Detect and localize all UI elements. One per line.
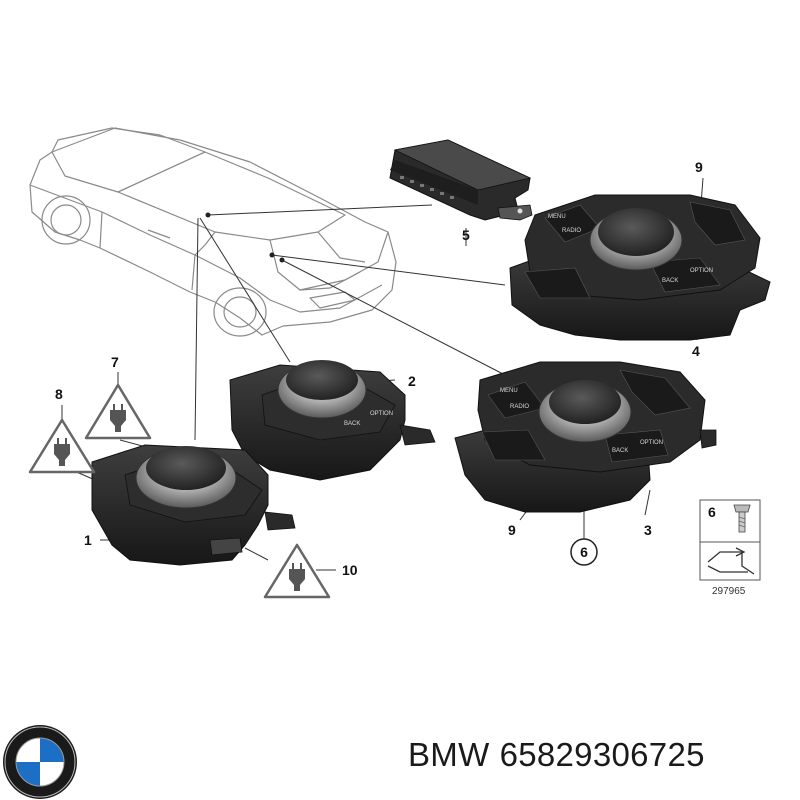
leader-dot xyxy=(269,252,275,258)
callout-4: 4 xyxy=(692,343,700,359)
callout-9-bottom: 9 xyxy=(508,522,516,538)
radio-button-label-3: RADIO xyxy=(510,404,529,410)
controller-part-4: MENU RADIO BACK OPTION xyxy=(509,194,771,341)
electrostatic-warning-icon xyxy=(28,418,96,474)
electrostatic-warning-icon xyxy=(84,383,152,440)
back-button-label-3: BACK xyxy=(612,448,628,454)
menu-button-label-3: MENU xyxy=(500,388,518,394)
option-button-label-2: OPTION xyxy=(370,411,393,417)
controller-part-3: MENU RADIO BACK OPTION xyxy=(454,361,717,513)
leader-dot xyxy=(205,212,211,218)
torx-screw-icon xyxy=(733,504,751,533)
callout-1: 1 xyxy=(84,532,92,548)
hardware-legend: 6 xyxy=(699,499,761,581)
callout-5: 5 xyxy=(462,227,470,243)
option-button-label-3: OPTION xyxy=(640,440,663,446)
legend-callout-6: 6 xyxy=(708,504,716,520)
part-number: 65829306725 xyxy=(499,736,705,773)
diagram-reference-number: 297965 xyxy=(712,586,746,597)
electrostatic-warning-icon xyxy=(263,543,331,599)
option-button-label: OPTION xyxy=(690,268,713,274)
back-button-label: BACK xyxy=(662,278,678,284)
tool-step-icon xyxy=(707,547,755,575)
brand-name: BMW xyxy=(408,736,490,773)
callout-7: 7 xyxy=(111,354,119,370)
menu-button-label: MENU xyxy=(548,214,566,220)
callout-8: 8 xyxy=(55,386,63,402)
callout-10: 10 xyxy=(342,562,358,578)
bmw-roundel-logo xyxy=(3,725,77,799)
callout-2: 2 xyxy=(408,373,416,389)
radio-button-label: RADIO xyxy=(562,228,581,234)
control-module-part-5 xyxy=(389,139,533,221)
vehicle-outline xyxy=(29,127,397,337)
controller-part-1 xyxy=(91,444,296,566)
callout-3: 3 xyxy=(644,522,652,538)
back-button-label-2: BACK xyxy=(344,421,360,427)
leader-dot xyxy=(279,257,285,263)
callout-6-circled: 6 xyxy=(570,538,598,566)
controller-part-2: BACK OPTION xyxy=(229,360,436,481)
callout-9-top: 9 xyxy=(695,159,703,175)
callout-6: 6 xyxy=(580,544,588,560)
